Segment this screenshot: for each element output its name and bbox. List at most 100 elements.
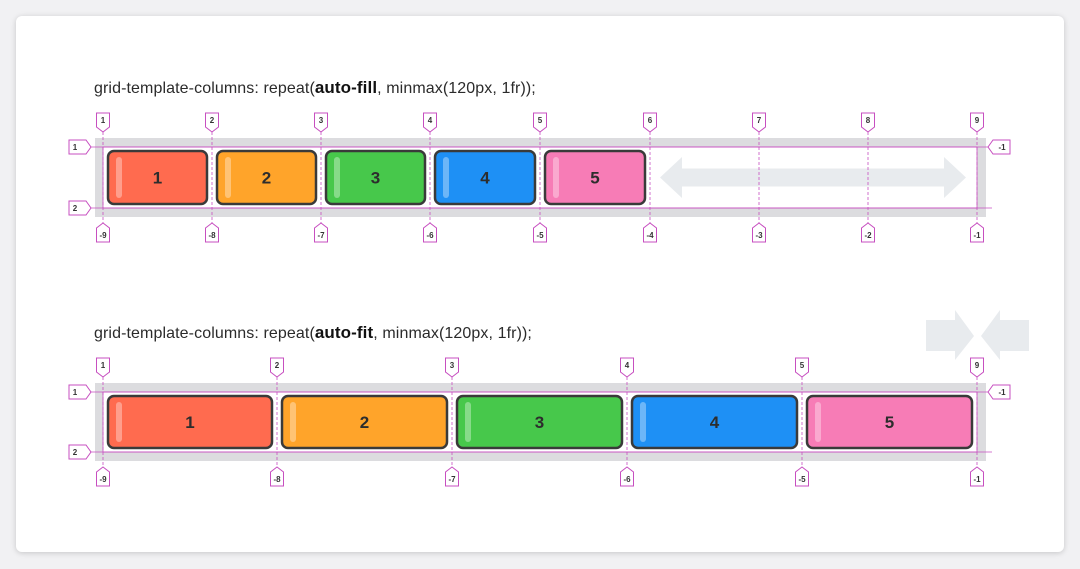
svg-text:7: 7 — [757, 116, 762, 125]
svg-text:9: 9 — [975, 116, 980, 125]
svg-text:2: 2 — [73, 448, 78, 457]
item-box — [280, 394, 449, 450]
title-keyword: auto-fill — [314, 78, 378, 97]
grid-item-2: 2 — [280, 394, 449, 450]
column-line-label: -5 — [795, 466, 809, 487]
column-line-label: 3 — [314, 112, 328, 133]
svg-text:-1: -1 — [973, 231, 981, 240]
column-line-label: 2 — [205, 112, 219, 133]
item-shine — [225, 157, 231, 198]
item-box — [805, 394, 974, 450]
item-box — [106, 394, 274, 450]
svg-text:-8: -8 — [273, 475, 281, 484]
item-label: 4 — [480, 169, 490, 188]
column-line-label: -2 — [861, 222, 875, 243]
item-shine — [640, 402, 646, 442]
column-line-label: -7 — [314, 222, 328, 243]
svg-text:1: 1 — [101, 116, 106, 125]
column-line-label: -7 — [445, 466, 459, 487]
row-line-label: -1 — [987, 384, 1011, 400]
svg-text:-3: -3 — [755, 231, 763, 240]
column-line-label: 7 — [752, 112, 766, 133]
item-label: 3 — [371, 169, 380, 188]
item-box — [215, 149, 318, 206]
item-label: 1 — [185, 413, 194, 432]
column-line-label: 8 — [861, 112, 875, 133]
svg-text:9: 9 — [975, 361, 980, 370]
column-line-label: -5 — [533, 222, 547, 243]
svg-text:-1: -1 — [973, 475, 981, 484]
svg-text:1: 1 — [73, 388, 78, 397]
item-box — [455, 394, 624, 450]
svg-text:-6: -6 — [426, 231, 434, 240]
column-line-label: -6 — [620, 466, 634, 487]
item-label: 3 — [535, 413, 544, 432]
auto-fit-grid: 1 2 3 4 5 1 2 3 4 5 9 -9 -8 -7 -6 -5 -1 1 2 -1 — [68, 357, 1011, 487]
svg-text:-4: -4 — [646, 231, 654, 240]
item-box — [433, 149, 537, 206]
column-line-label: 5 — [795, 357, 809, 378]
item-box — [543, 149, 647, 206]
svg-text:6: 6 — [648, 116, 653, 125]
column-line-label: 5 — [533, 112, 547, 133]
item-box — [630, 394, 799, 450]
column-line-label: -4 — [643, 222, 657, 243]
item-shine — [465, 402, 471, 442]
row-line-label: 2 — [68, 200, 92, 216]
svg-text:-8: -8 — [208, 231, 216, 240]
grid-item-5: 5 — [543, 149, 647, 206]
expand-arrow-icon — [660, 157, 966, 198]
row-line-label: -1 — [987, 139, 1011, 155]
diagram-card — [16, 16, 1064, 552]
grid-item-4: 4 — [630, 394, 799, 450]
svg-text:3: 3 — [450, 361, 455, 370]
column-line-label: 9 — [970, 357, 984, 378]
svg-text:3: 3 — [319, 116, 324, 125]
column-line-label: 2 — [270, 357, 284, 378]
item-box — [106, 149, 209, 206]
title-suffix: , minmax(120px, 1fr)); — [377, 80, 536, 97]
svg-text:-9: -9 — [99, 475, 107, 484]
item-shine — [334, 157, 340, 198]
item-box — [324, 149, 427, 206]
item-shine — [553, 157, 559, 198]
row-line-label: 1 — [68, 384, 92, 400]
title-keyword: auto-fit — [314, 323, 374, 342]
item-label: 2 — [360, 413, 369, 432]
column-line-label: -8 — [205, 222, 219, 243]
svg-text:-7: -7 — [317, 231, 325, 240]
grid-item-1: 1 — [106, 394, 274, 450]
item-label: 4 — [710, 413, 720, 432]
svg-text:-6: -6 — [623, 475, 631, 484]
row-line-label: 2 — [68, 444, 92, 460]
column-line-label: 6 — [643, 112, 657, 133]
item-shine — [443, 157, 449, 198]
collapse-arrows-icon — [926, 310, 1029, 360]
auto-fit-title: grid-template-columns: repeat(auto-fit, … — [94, 323, 532, 343]
column-line-label: 4 — [620, 357, 634, 378]
grid-item-5: 5 — [805, 394, 974, 450]
item-label: 2 — [262, 169, 271, 188]
svg-text:4: 4 — [625, 361, 630, 370]
row-line-label: 1 — [68, 139, 92, 155]
svg-text:2: 2 — [210, 116, 215, 125]
column-line-label: -9 — [96, 466, 110, 487]
item-shine — [290, 402, 296, 442]
svg-text:-1: -1 — [998, 143, 1006, 152]
column-line-label: 9 — [970, 112, 984, 133]
column-line-label: -6 — [423, 222, 437, 243]
auto-fill-title: grid-template-columns: repeat(auto-fill,… — [94, 78, 536, 98]
title-prefix: grid-template-columns: repeat( — [94, 325, 315, 342]
column-line-label: 4 — [423, 112, 437, 133]
column-line-label: 1 — [96, 357, 110, 378]
svg-text:-5: -5 — [536, 231, 544, 240]
svg-text:2: 2 — [275, 361, 280, 370]
svg-text:1: 1 — [101, 361, 106, 370]
column-line-label: 3 — [445, 357, 459, 378]
column-line-label: -3 — [752, 222, 766, 243]
svg-text:5: 5 — [800, 361, 805, 370]
column-line-label: -8 — [270, 466, 284, 487]
column-line-label: -1 — [970, 222, 984, 243]
grid-item-1: 1 — [106, 149, 209, 206]
